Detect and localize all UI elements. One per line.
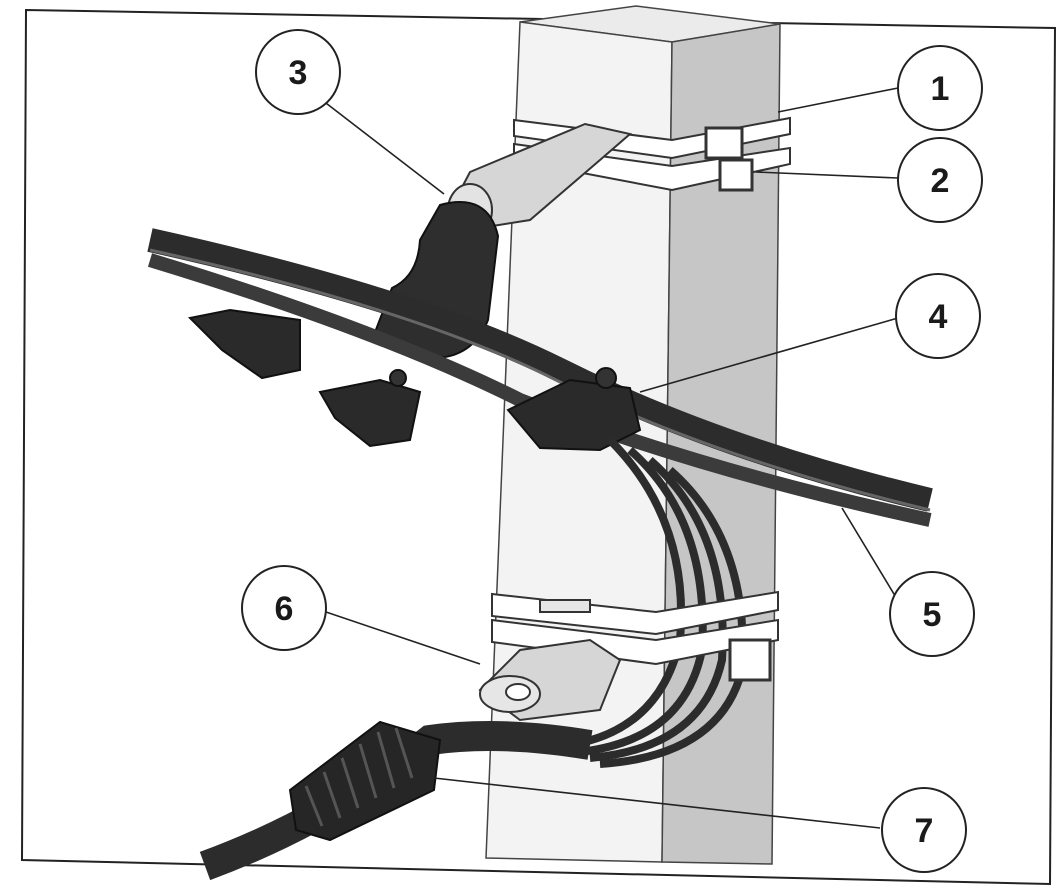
buckle-3 xyxy=(728,638,772,682)
lower-bracket-eye-hole xyxy=(505,683,531,701)
leader-7 xyxy=(433,777,881,829)
leader-3 xyxy=(321,99,445,195)
buckle-2 xyxy=(718,158,754,192)
connector-mid xyxy=(318,378,422,448)
lower-band-2 xyxy=(491,618,779,666)
connector-right-bolt xyxy=(595,367,617,389)
callout-label-3: 3 xyxy=(289,54,308,92)
leader-1 xyxy=(777,87,899,113)
connector-right xyxy=(506,378,642,452)
anchor-cable xyxy=(199,720,593,881)
buckle-1 xyxy=(704,126,744,160)
leader-4 xyxy=(639,317,899,393)
main-cable-strand-b xyxy=(147,253,932,527)
anchor-clamp-ribs xyxy=(304,727,414,827)
connector-left xyxy=(187,308,301,380)
callout-6: 6 xyxy=(241,565,327,651)
leader-6 xyxy=(325,611,481,665)
callout-label-4: 4 xyxy=(929,298,948,336)
callout-label-1: 1 xyxy=(931,70,950,108)
callout-3: 3 xyxy=(255,29,341,115)
callout-7: 7 xyxy=(881,787,967,873)
callout-label-7: 7 xyxy=(915,812,934,850)
leader-lines xyxy=(321,87,901,829)
callout-2: 2 xyxy=(897,137,983,223)
main-cable-strand-a xyxy=(147,228,933,512)
branch-connectors xyxy=(187,308,642,452)
lower-pole-bands xyxy=(491,590,779,682)
upper-pole-bands xyxy=(513,116,791,192)
callout-1: 1 xyxy=(897,45,983,131)
lower-bracket xyxy=(478,638,622,722)
callout-4: 4 xyxy=(895,273,981,359)
drop-cable-3 xyxy=(589,456,727,762)
anchor-clamp-body xyxy=(288,720,442,842)
leader-2 xyxy=(755,171,899,179)
callout-label-6: 6 xyxy=(275,590,294,628)
main-cable-highlight xyxy=(149,248,931,512)
callout-label-2: 2 xyxy=(931,162,950,200)
callout-label-5: 5 xyxy=(923,596,942,634)
connector-mid-bolt xyxy=(389,369,407,387)
leader-5 xyxy=(841,507,901,605)
band-tab xyxy=(539,599,591,613)
main-cable-bundle xyxy=(147,228,933,527)
callout-5: 5 xyxy=(889,571,975,657)
